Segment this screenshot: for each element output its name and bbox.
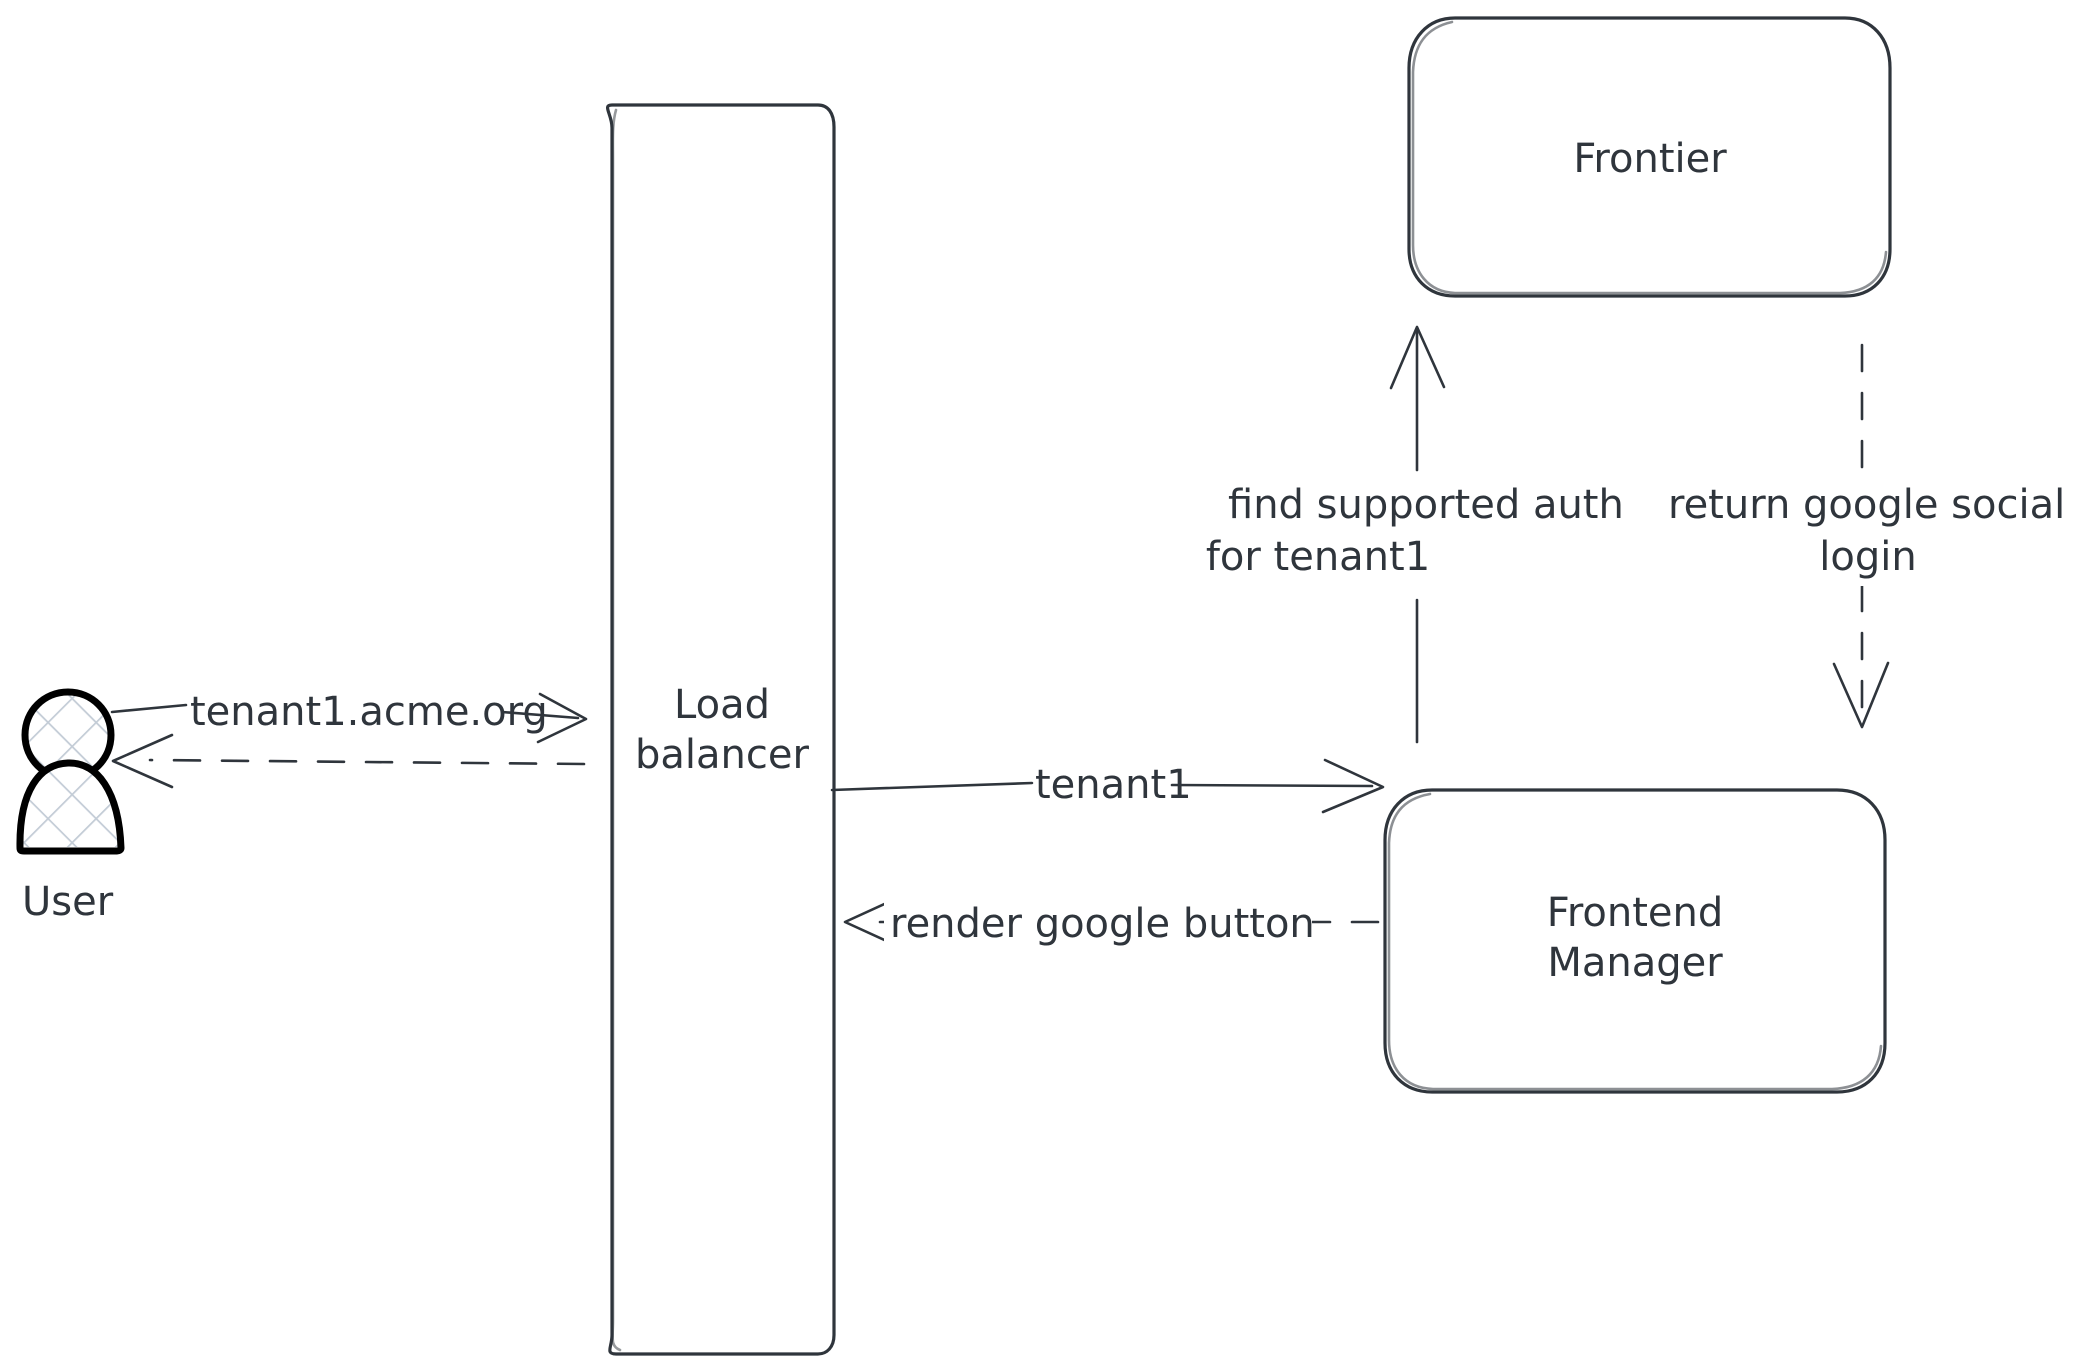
actor-user-label: User: [22, 879, 114, 925]
person-body-fill: [21, 766, 119, 847]
load-balancer-label-line1: Load: [674, 682, 770, 728]
node-frontier[interactable]: Frontier: [1407, 16, 1892, 298]
edge-user-to-lb-arrowhead: [536, 692, 588, 744]
load-balancer-shape: [606, 103, 836, 1356]
frontend-manager-shape-sketch: [1387, 792, 1883, 1091]
edge-fm-to-lb-label-bg: [884, 890, 1312, 956]
load-balancer-label-line2: balancer: [635, 732, 809, 778]
person-head-fill: [25, 692, 111, 778]
frontier-shape: [1407, 16, 1892, 298]
edge-frontier-to-fm: return google social login: [1660, 343, 2080, 729]
edge-fm-to-frontier-arrowhead: [1389, 325, 1446, 390]
node-load-balancer[interactable]: Load balancer: [606, 103, 836, 1356]
edge-user-to-lb-line-left: [110, 703, 188, 714]
edge-lb-to-user-line: [148, 758, 586, 766]
edge-fm-to-lb: render google button: [843, 890, 1380, 956]
node-frontend-manager[interactable]: Frontend Manager: [1383, 788, 1887, 1094]
person-body-icon: [16, 759, 125, 855]
edge-fm-to-frontier: find supported auth for tenant1: [1206, 325, 1624, 744]
frontend-manager-label-line2: Manager: [1547, 940, 1723, 986]
frontier-shape-sketch: [1411, 20, 1888, 295]
edge-lb-to-fm-arrowhead: [1321, 758, 1385, 814]
edge-frontier-to-fm-label-bg2: [1800, 536, 1940, 586]
load-balancer-shape-sketch: [611, 108, 622, 1352]
frontend-manager-shape: [1383, 788, 1887, 1094]
edge-frontier-to-fm-label-bg1: [1660, 486, 2080, 536]
edge-user-to-lb-line-right: [500, 710, 580, 720]
edge-lb-to-fm: tenant1: [830, 758, 1385, 814]
frontend-manager-label-line1: Frontend: [1547, 890, 1724, 936]
edge-user-to-lb: tenant1.acme.org: [110, 689, 588, 744]
edge-frontier-to-fm-label-line2: login: [1819, 534, 1916, 580]
actor-user[interactable]: User: [16, 688, 125, 925]
edge-fm-to-frontier-label-line1: find supported auth: [1228, 482, 1624, 528]
edge-fm-to-lb-label: render google button: [890, 901, 1315, 947]
edge-fm-to-lb-arrowhead: [843, 894, 904, 950]
edge-lb-to-user: [111, 733, 586, 789]
edge-lb-to-fm-label: tenant1: [1035, 762, 1192, 808]
frontier-label-line1: Frontier: [1573, 136, 1727, 182]
edge-frontier-to-fm-arrowhead: [1832, 661, 1890, 729]
edge-fm-to-frontier-label-line2: for tenant1: [1206, 534, 1430, 580]
edge-lb-to-user-arrowhead: [111, 733, 174, 789]
edge-user-to-lb-label: tenant1.acme.org: [190, 689, 548, 735]
edge-frontier-to-fm-label-line1: return google social: [1668, 482, 2065, 528]
edge-lb-to-fm-line-right: [1170, 783, 1374, 788]
edge-lb-to-fm-line-left: [830, 781, 1034, 792]
